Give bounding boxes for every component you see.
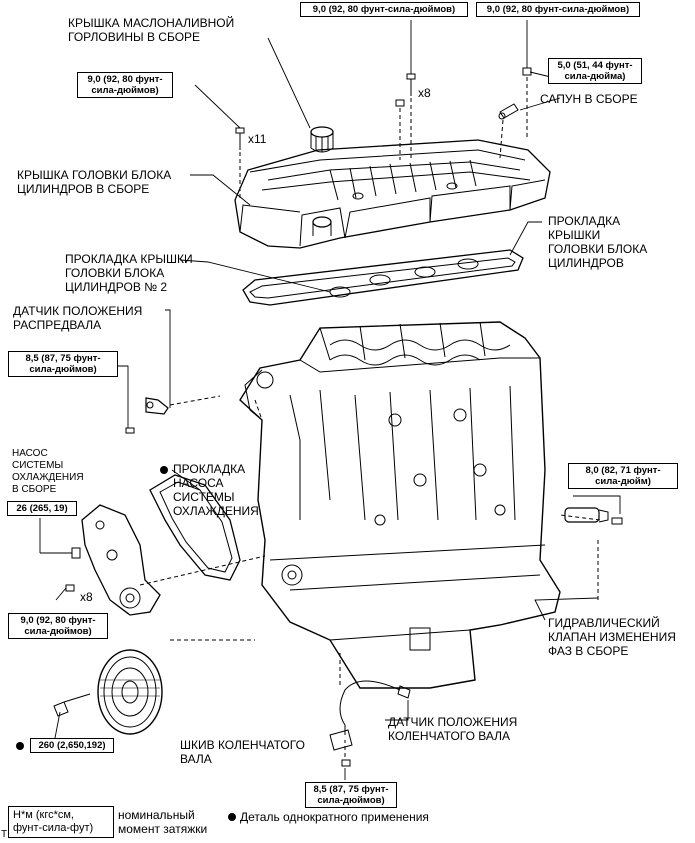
qty-x8-cover: x8 xyxy=(418,86,431,100)
water-pump-gasket xyxy=(149,474,241,581)
cover-bolts xyxy=(235,67,532,150)
torque-water-pump-bolt: 26 (265, 19) xyxy=(7,501,77,516)
label-head-cover-gasket-no2: ПРОКЛАДКА КРЫШКИ ГОЛОВКИ БЛОКА ЦИЛИНДРОВ… xyxy=(65,252,193,294)
torque-crank-pulley: 260 (2,650,192) xyxy=(30,738,114,753)
torque-breather: 5,0 (51, 44 фунт- сила-дюйма) xyxy=(548,58,642,84)
label-oil-filler-cap: КРЫШКА МАСЛОНАЛИВНОЙ ГОРЛОВИНЫ В СБОРЕ xyxy=(68,16,235,44)
label-crank-sensor: ДАТЧИК ПОЛОЖЕНИЯ КОЛЕНЧАТОГО ВАЛА xyxy=(388,715,518,743)
oil-filler-cap xyxy=(310,126,334,153)
label-water-pump: НАСОС СИСТЕМЫ ОХЛАЖДЕНИЯ В СБОРЕ xyxy=(12,448,84,495)
label-crank-pulley: ШКИВ КОЛЕНЧАТОГО ВАЛА xyxy=(180,738,305,766)
crankshaft-pulley xyxy=(53,649,163,735)
oil-control-valve xyxy=(564,507,623,525)
legend-units-box: Н*м (кгс*см, фунт-сила-фут) xyxy=(8,806,114,838)
torque-ocv: 8,0 (82, 71 фунт- сила-дюйм) xyxy=(568,463,678,489)
breather-assembly xyxy=(498,103,519,120)
label-water-pump-gasket: ПРОКЛАДКА НАСОСА СИСТЕМЫ ОХЛАЖДЕНИЯ xyxy=(173,462,259,518)
legend-single-use-dot xyxy=(228,813,236,821)
camshaft-position-sensor xyxy=(125,397,169,434)
head-cover-gasket xyxy=(242,249,524,306)
torque-water-pump-nuts: 9,0 (92, 80 фунт- сила-дюймов) xyxy=(8,613,108,639)
legend-nominal-torque: номинальный момент затяжки xyxy=(118,808,208,836)
footnote-mark: T xyxy=(1,829,8,840)
single-use-dot-pulley-bolt xyxy=(16,742,24,750)
engine-block xyxy=(239,321,561,689)
label-breather: САПУН В СБОРЕ xyxy=(540,92,638,106)
label-camshaft-sensor: ДАТЧИК ПОЛОЖЕНИЯ РАСПРЕДВАЛА xyxy=(13,304,143,332)
torque-crank-sensor: 8,5 (87, 75 фунт- сила-дюймов) xyxy=(305,782,397,808)
single-use-dot-pump-gasket xyxy=(160,466,168,474)
qty-x11: x11 xyxy=(248,132,267,146)
qty-x8-pump: x8 xyxy=(80,590,93,604)
legend-single-use: Деталь однократного применения xyxy=(240,810,429,824)
label-cylinder-head-cover: КРЫШКА ГОЛОВКИ БЛОКА ЦИЛИНДРОВ В СБОРЕ xyxy=(17,168,172,196)
torque-camshaft-sensor: 8,5 (87, 75 фунт- сила-дюймов) xyxy=(8,351,118,377)
cylinder-head-cover xyxy=(234,139,551,249)
torque-cover-bolts-top: 9,0 (92, 80 фунт-сила-дюймов) xyxy=(300,2,468,17)
label-head-cover-gasket: ПРОКЛАДКА КРЫШКИ ГОЛОВКИ БЛОКА ЦИЛИНДРОВ xyxy=(548,214,648,270)
label-ocv: ГИДРАВЛИЧЕСКИЙ КЛАПАН ИЗМЕНЕНИЯ ФАЗ В СБ… xyxy=(548,616,676,658)
torque-cover-bolts-left: 9,0 (92, 80 фунт- сила-дюймов) xyxy=(77,72,173,98)
crankshaft-position-sensor xyxy=(329,680,411,767)
water-pump-assembly xyxy=(40,504,161,616)
torque-breather-nut: 9,0 (92, 80 фунт-сила-дюймов) xyxy=(476,2,640,17)
